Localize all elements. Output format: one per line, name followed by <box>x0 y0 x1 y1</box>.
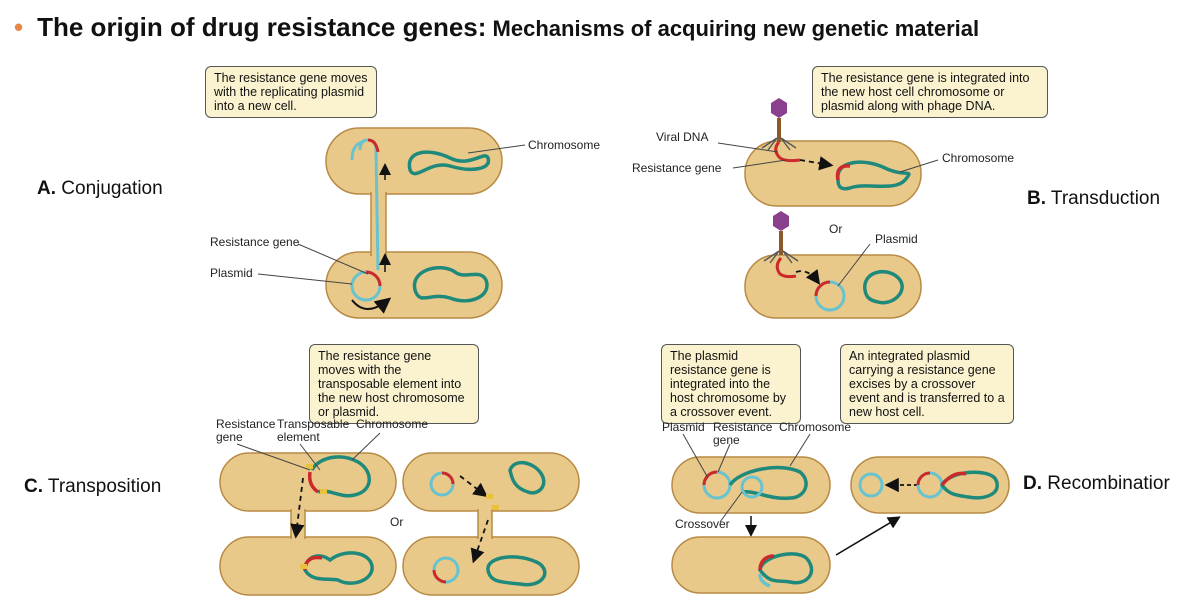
page-title: • The origin of drug resistance genes: Me… <box>14 12 979 43</box>
callout-conjugation: The resistance gene moves with the repli… <box>205 66 377 118</box>
recombination-diagram <box>671 433 1010 594</box>
transposition-cell-right-bottom <box>402 536 580 596</box>
donor-cell <box>325 127 503 195</box>
label-plasmid-conjugation: Plasmid <box>210 266 253 280</box>
section-letter-a: A. <box>37 178 56 199</box>
label-resistance-gene-conjugation: Resistance gene <box>210 235 300 249</box>
section-name-a: Conjugation <box>56 178 163 199</box>
transposition-diagram <box>219 432 580 596</box>
bacteriophage-top <box>761 98 797 151</box>
section-name-c: Transposition <box>43 476 162 497</box>
title-sub: Mechanisms of acquiring new genetic mate… <box>486 16 980 41</box>
label-resistance-gene-transduction: Resistance gene <box>632 161 722 175</box>
bacteriophage-bottom <box>763 211 799 264</box>
section-label-conjugation: A. Conjugation <box>37 178 163 200</box>
label-viral-dna: Viral DNA <box>656 130 709 144</box>
transduction-diagram <box>717 98 939 319</box>
label-chromosome-transduction: Chromosome <box>942 151 1015 165</box>
label-or-transposition: Or <box>390 515 404 529</box>
section-name-b: Transduction <box>1046 188 1161 209</box>
section-label-transduction: B. Transduction <box>1027 188 1160 210</box>
label-resistance-recombination: Resistance <box>713 420 773 434</box>
label-plasmid-recombination: Plasmid <box>662 420 705 434</box>
title-main: The origin of drug resistance genes: <box>37 12 487 42</box>
transposition-cell-right-top <box>402 452 580 512</box>
section-letter-b: B. <box>1027 188 1046 209</box>
label-plasmid-transduction: Plasmid <box>875 232 918 246</box>
label-chromosome-conjugation: Chromosome <box>528 138 601 152</box>
transduction-chromosome <box>836 160 911 191</box>
callout-recombination-excision: An integrated plasmid carrying a resista… <box>840 344 1014 424</box>
recombination-cell-3 <box>850 456 1010 514</box>
label-transposable-transposition: Transposable <box>277 417 350 431</box>
label-element-transposition: element <box>277 430 320 444</box>
section-label-transposition: C. Transposition <box>24 476 161 498</box>
conjugation-diagram <box>257 127 526 319</box>
callout-transposition: The resistance gene moves with the trans… <box>309 344 479 424</box>
label-gene-recombination: gene <box>713 433 740 447</box>
callout-transduction: The resistance gene is integrated into t… <box>812 66 1048 118</box>
callout-recombination-integration: The plasmid resistance gene is integrate… <box>661 344 801 424</box>
label-crossover: Crossover <box>675 517 730 531</box>
transposition-cell-left-bottom <box>219 536 397 596</box>
label-chromosome-transposition: Chromosome <box>356 417 429 431</box>
label-resistance-transposition: Resistance <box>216 417 276 431</box>
transduction-cell-top <box>744 140 922 207</box>
section-name-d: Recombinatior <box>1042 473 1170 494</box>
title-bullet: • <box>14 12 24 42</box>
recipient-chromosome <box>412 266 489 303</box>
label-gene-transposition: gene <box>216 430 243 444</box>
section-letter-d: D. <box>1023 473 1042 494</box>
label-chromosome-recombination: Chromosome <box>779 420 852 434</box>
section-label-recombination: D. Recombinatior <box>1023 473 1170 495</box>
donor-chromosome <box>407 150 491 176</box>
recombination-cell-2 <box>671 536 831 594</box>
section-letter-c: C. <box>24 476 43 497</box>
label-or-transduction: Or <box>829 222 843 236</box>
